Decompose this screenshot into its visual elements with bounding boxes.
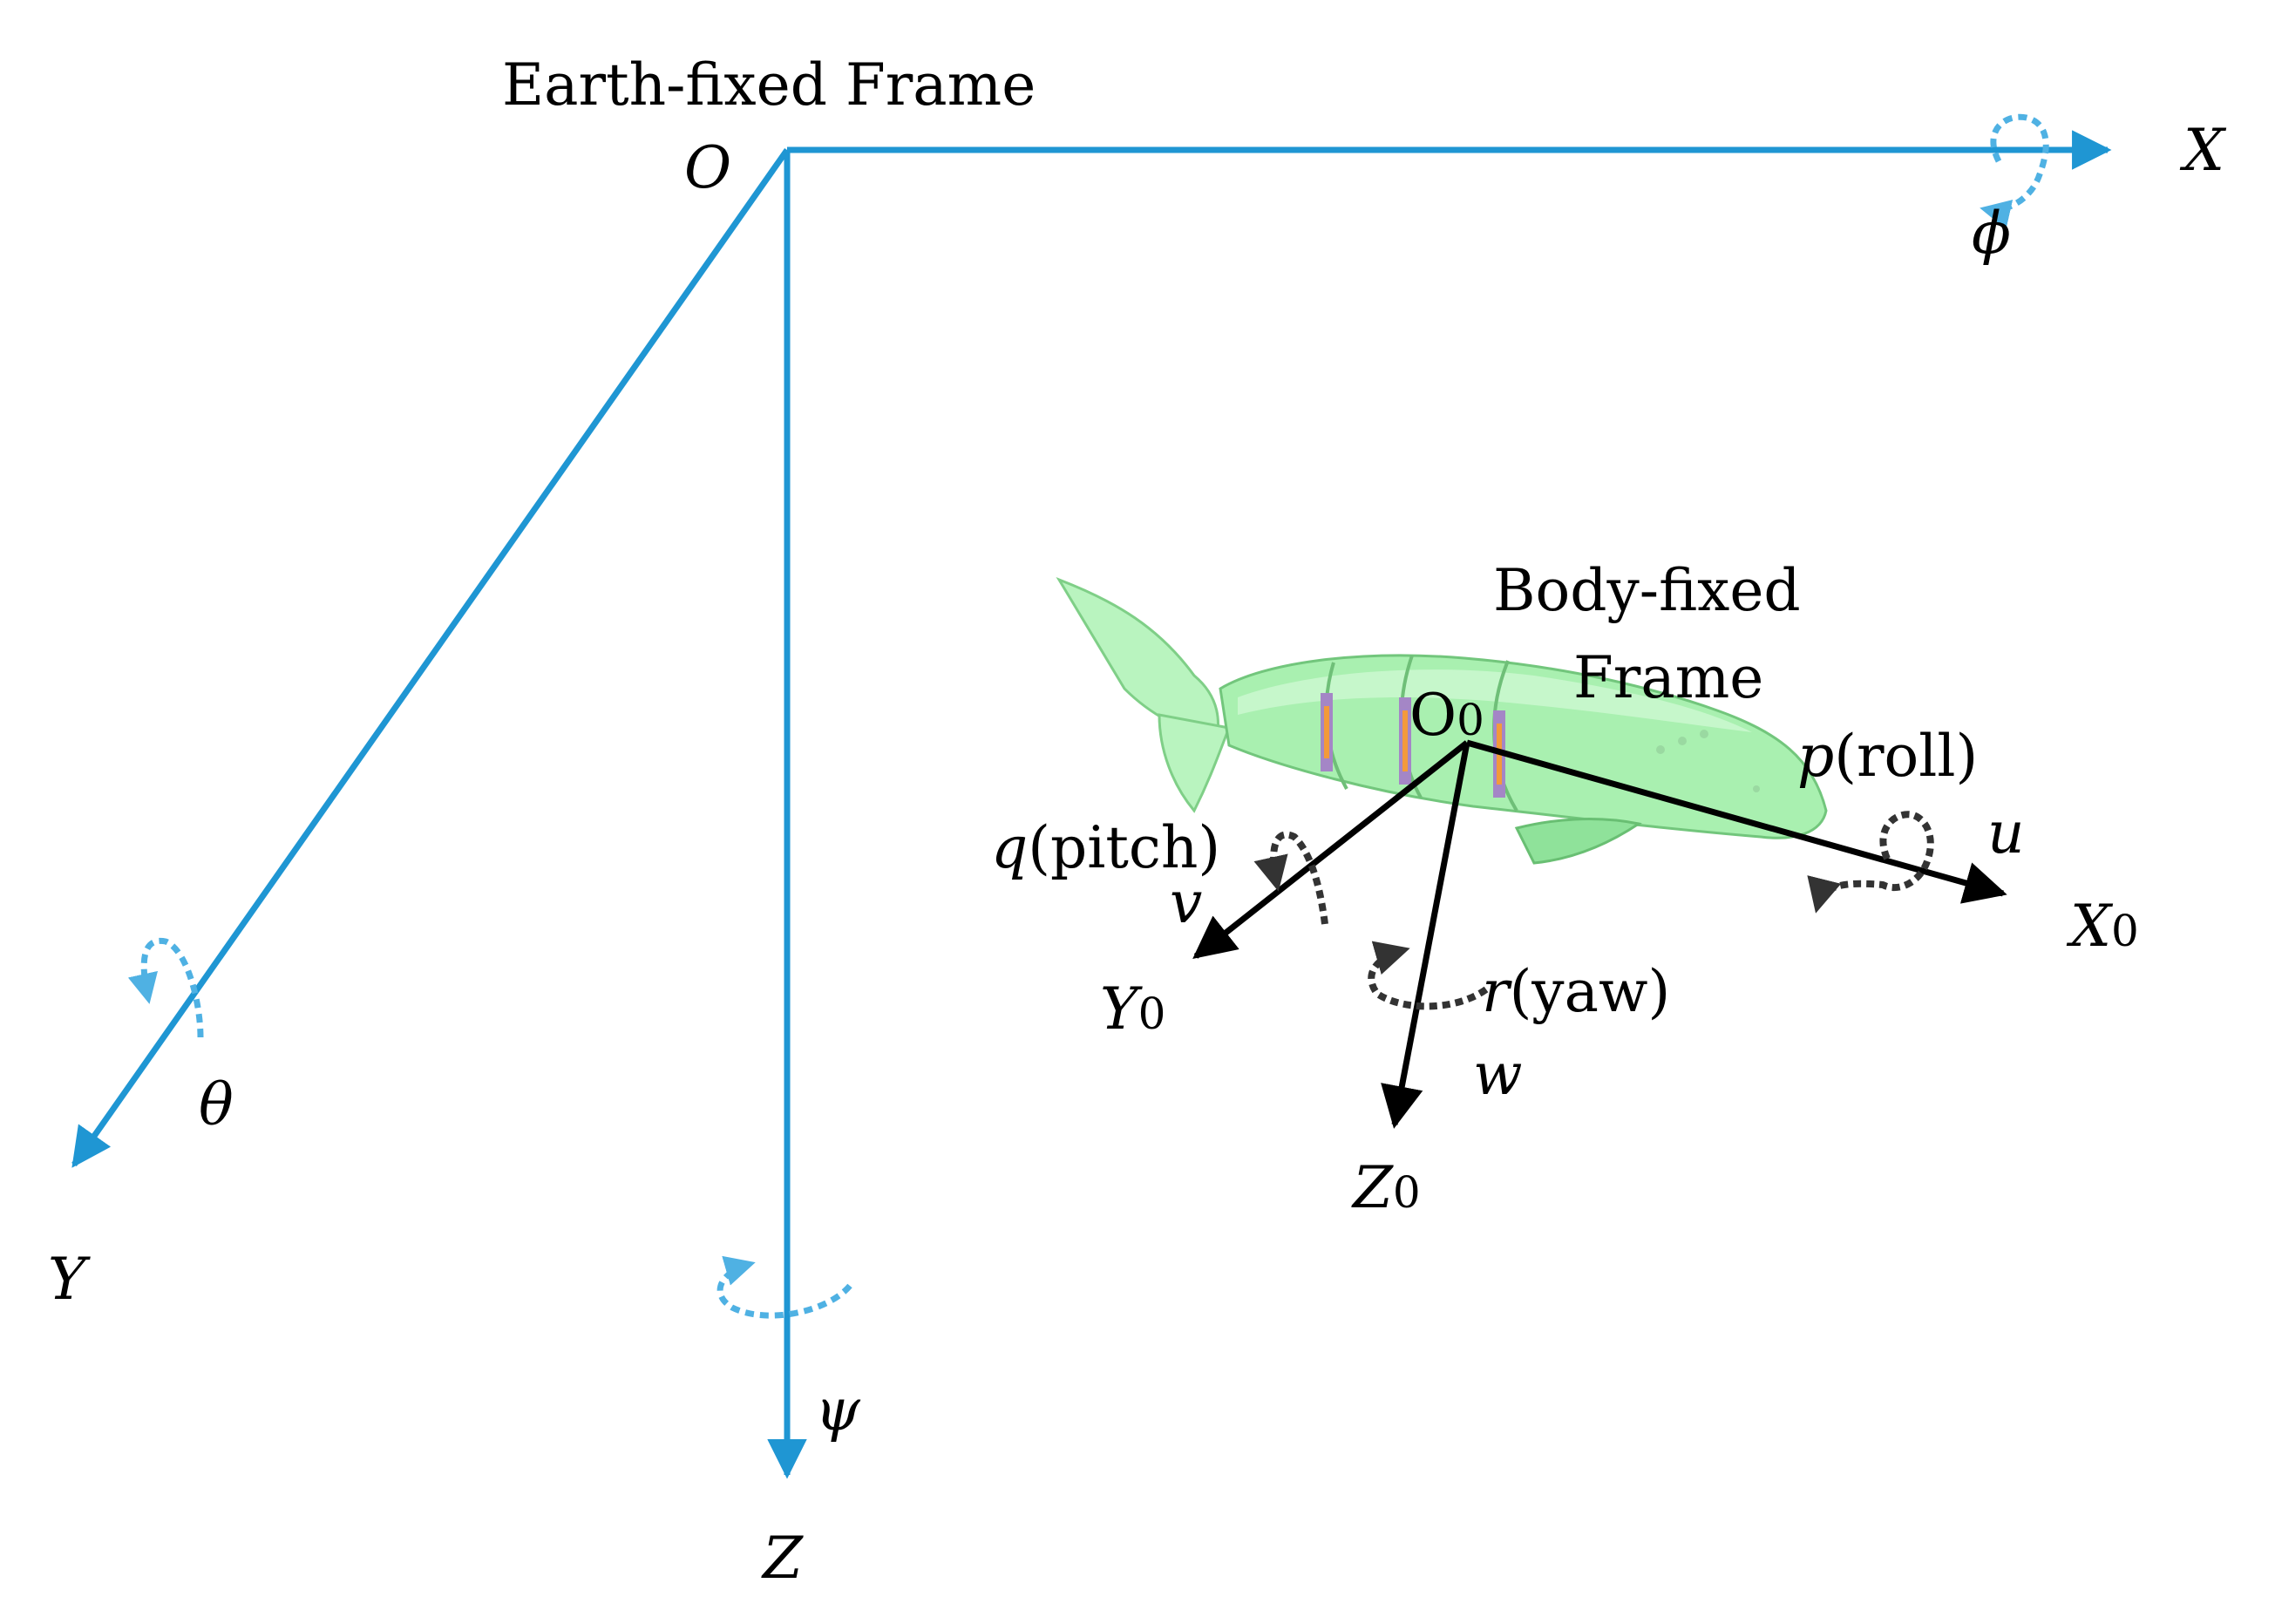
earth-y-label: Y — [48, 1246, 91, 1313]
earth-phi-label: ϕ — [1972, 200, 2011, 267]
body-y-axis — [1192, 740, 1470, 960]
body-origin-label: O0 — [1409, 682, 1484, 749]
earth-z-label: Z — [761, 1525, 804, 1592]
earth-y-axis — [71, 147, 790, 1168]
fish-body — [1219, 654, 1828, 839]
body-frame-title-line2: Frame — [1573, 644, 1763, 711]
body-frame-title-line1: Body-fixed — [1493, 557, 1801, 624]
earth-frame-title: Earth-fixed Frame — [502, 51, 1036, 119]
body-fixed-frame: Body-fixed Frame O0 X0 Y0 Z0 u v w p(rol… — [991, 557, 2139, 1221]
earth-origin-label: O — [684, 134, 731, 201]
earth-z-rotation-arrow — [716, 1255, 852, 1319]
body-u-label: u — [1987, 799, 2025, 866]
earth-fixed-frame: Earth-fixed Frame O X Y Z ϕ θ ψ — [48, 51, 2227, 1592]
body-yaw-label: r(yaw) — [1482, 958, 1670, 1025]
body-pitch-rotation-arrow — [1253, 831, 1328, 925]
earth-x-rotation-arrow — [1980, 113, 2049, 230]
earth-psi-label: ψ — [815, 1376, 861, 1444]
fish-tail-fin — [1056, 577, 1219, 744]
earth-y-rotation-arrow — [127, 937, 204, 1038]
body-yaw-rotation-arrow — [1368, 941, 1489, 1010]
body-v-label: v — [1170, 869, 1202, 936]
body-x-label: X0 — [2066, 893, 2139, 960]
body-z-axis — [1381, 742, 1470, 1129]
body-roll-rotation-arrow — [1807, 811, 1934, 914]
body-x-axis — [1466, 739, 2007, 904]
body-z-label: Z0 — [1351, 1154, 1421, 1221]
fish-pectoral-fin — [1514, 818, 1642, 865]
body-w-label: w — [1473, 1041, 1523, 1108]
fish-rivets — [1656, 730, 1760, 792]
fish-lower-tail-fin — [1158, 713, 1232, 813]
body-roll-label: p(roll) — [1797, 723, 1978, 790]
earth-x-label: X — [2179, 117, 2227, 184]
earth-theta-label: θ — [199, 1071, 234, 1138]
body-pitch-label: q(pitch) — [991, 814, 1220, 881]
body-y-label: Y0 — [1100, 975, 1165, 1043]
